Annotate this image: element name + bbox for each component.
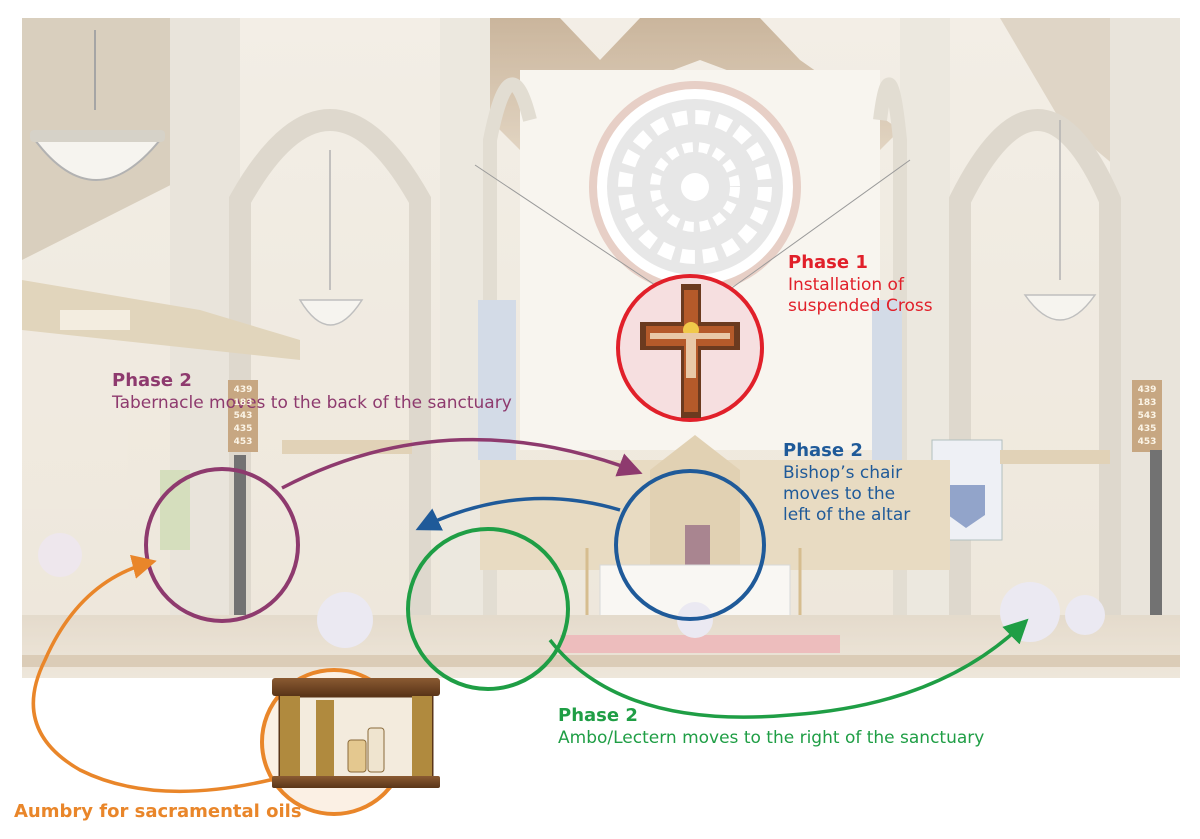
bishops-chair-arrow — [415, 496, 621, 531]
bishops-chair-description: Bishop’s chair moves to the left of the … — [783, 462, 911, 526]
hymn-board-right: 439 183 543 435 453 — [1138, 385, 1157, 447]
ambo-description: Ambo/Lectern moves to the right of the s… — [558, 727, 985, 748]
suspension-wire-left — [474, 164, 671, 296]
hymn-board-left: 439 183 543 435 453 — [234, 385, 253, 447]
tabernacle-arrow — [281, 437, 643, 490]
ambo-arrow — [548, 618, 1029, 719]
crucifix-icon — [640, 284, 740, 418]
hymn-number: 453 — [1138, 437, 1157, 447]
tabernacle-label: Phase 2 Tabernacle moves to the back of … — [112, 370, 512, 414]
hymn-number: 453 — [234, 437, 253, 447]
ambo-label: Phase 2 Ambo/Lectern moves to the right … — [558, 705, 984, 749]
hymn-number: 183 — [234, 398, 253, 408]
phase1-description: Installation of suspended Cross — [788, 274, 933, 316]
bishops-chair-phase-title: Phase 2 — [783, 440, 863, 461]
hymn-number: 543 — [1138, 411, 1157, 421]
bishops-chair-label: Phase 2 Bishop’s chair moves to the left… — [783, 440, 910, 526]
hymn-number: 543 — [234, 411, 253, 421]
hymn-number: 435 — [1138, 424, 1157, 434]
phase1-title: Phase 1 — [788, 252, 868, 273]
phase1-label: Phase 1 Installation of suspended Cross — [788, 252, 933, 317]
church-background — [22, 18, 1180, 678]
tabernacle-circle — [144, 467, 300, 623]
tabernacle-phase-title: Phase 2 — [112, 370, 192, 391]
aumbry-cabinet — [260, 668, 440, 816]
aumbry-arrow — [31, 554, 291, 794]
suspended-cross-marker — [616, 274, 764, 422]
hymn-number: 435 — [234, 424, 253, 434]
suspension-wire-right — [721, 159, 911, 296]
rose-window — [589, 81, 801, 293]
ambo-phase-title: Phase 2 — [558, 705, 638, 726]
ambo-circle — [406, 527, 570, 691]
aumbry-label: Aumbry for sacramental oils — [14, 801, 302, 822]
bishops-chair-circle — [614, 469, 766, 621]
hymn-number: 439 — [234, 385, 253, 395]
tabernacle-description: Tabernacle moves to the back of the sanc… — [112, 392, 512, 413]
hymn-number: 439 — [1138, 385, 1157, 395]
hymn-number: 183 — [1138, 398, 1157, 408]
